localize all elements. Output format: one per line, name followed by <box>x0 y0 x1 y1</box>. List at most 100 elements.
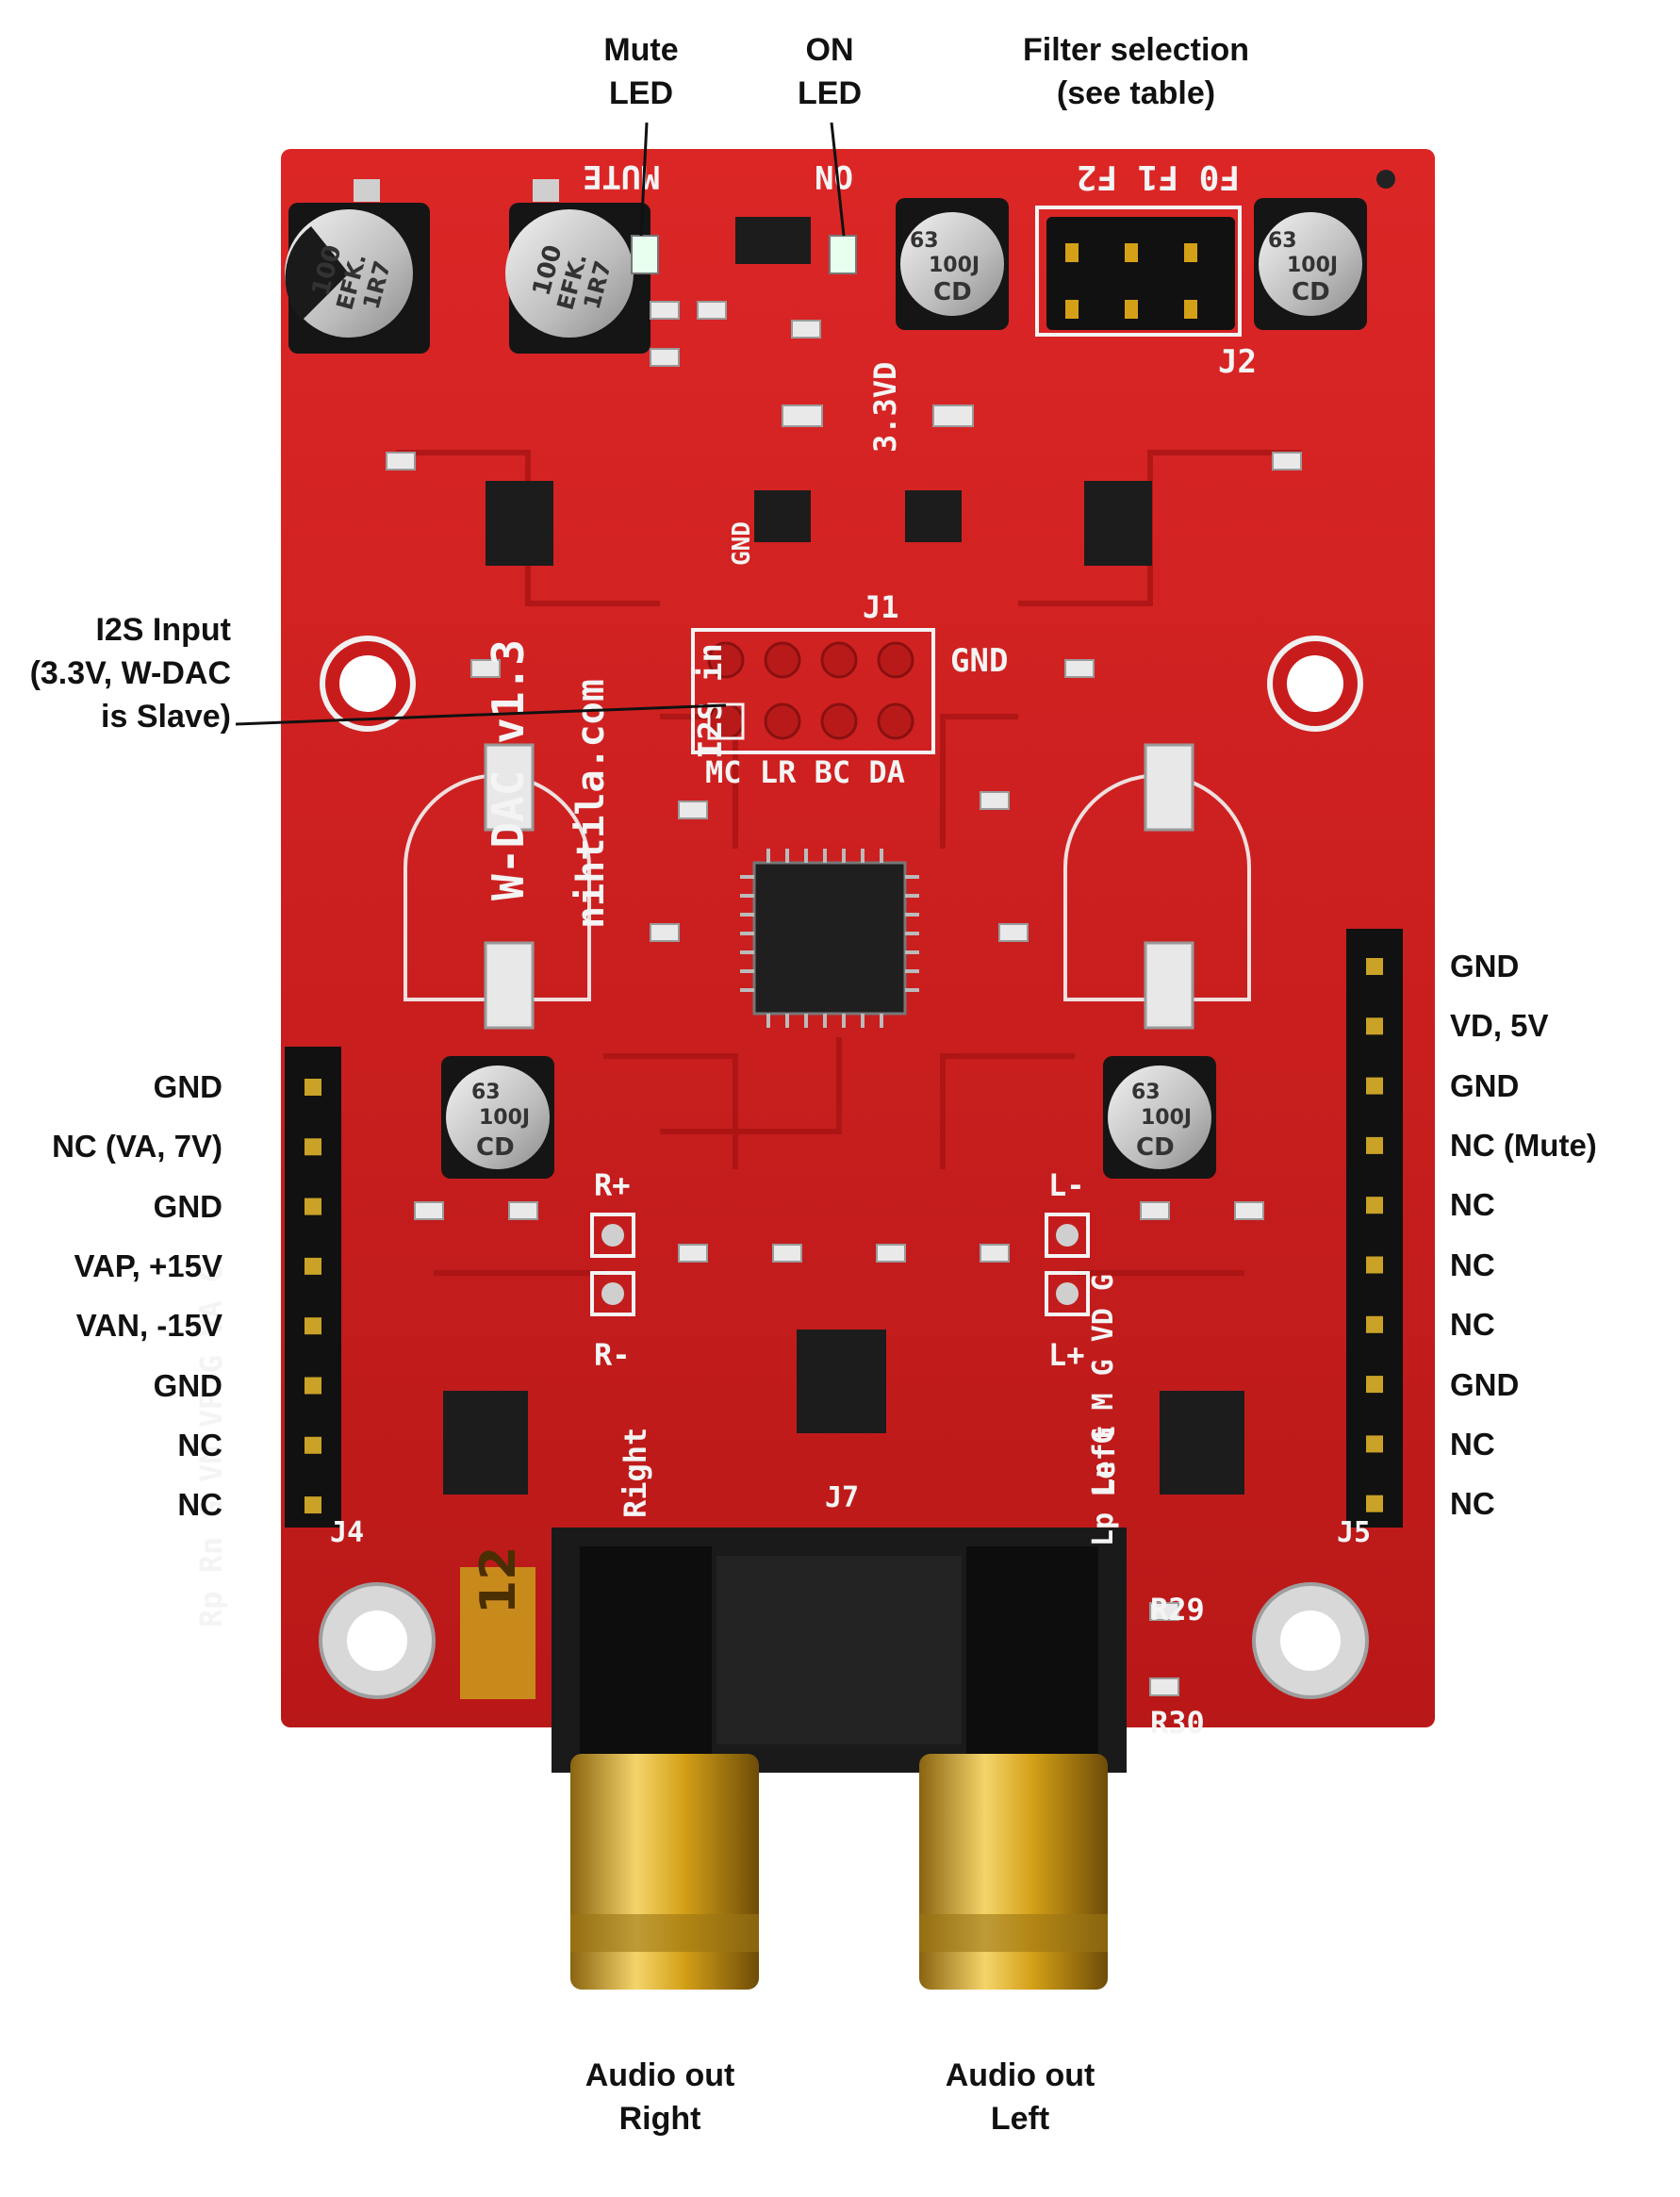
capacitor-100uf-2 <box>505 209 634 338</box>
right-pin-label: GND <box>1450 1367 1520 1402</box>
header-pin <box>305 1198 321 1215</box>
right-pin-label: VD, 5V <box>1450 1008 1549 1043</box>
on-led <box>829 235 857 274</box>
small-capacitors-mid: 63 100J CD 63 100J CD <box>441 1056 1216 1179</box>
right-pin-label: NC <box>1450 1187 1495 1222</box>
silk-j5: J5 <box>1337 1516 1371 1549</box>
svg-text:63: 63 <box>910 229 939 253</box>
header-pin <box>1366 1077 1383 1095</box>
right-pin-label: GND <box>1450 1068 1520 1103</box>
capacitor-small-4 <box>1108 1065 1211 1169</box>
header-pin <box>305 1317 321 1335</box>
big-capacitors: 100 EFK. 1R7 100 EFK. 1R7 <box>285 179 651 354</box>
svg-text:CD: CD <box>933 278 972 306</box>
left-pin-label: NC <box>177 1487 222 1522</box>
left-pin-label: VAP, +15V <box>74 1248 222 1283</box>
silk-l-plus: L+ <box>1048 1337 1085 1373</box>
svg-text:63: 63 <box>1268 229 1297 253</box>
small-ics <box>486 217 1152 566</box>
svg-text:CD: CD <box>1136 1133 1175 1162</box>
leader-i2s <box>235 703 727 726</box>
left-pin-label: GND <box>153 1069 222 1104</box>
power-header-j4 <box>285 1047 341 1528</box>
callout-i2s-input: I2S Input (3.3V, W-DAC is Slave) <box>29 612 231 735</box>
svg-text:CD: CD <box>476 1133 515 1162</box>
left-pin-label: GND <box>153 1189 222 1224</box>
leader-lines <box>235 122 846 726</box>
mute-led <box>631 235 659 274</box>
svg-text:100J: 100J <box>1287 254 1338 277</box>
filter-jumper-block <box>1035 206 1242 337</box>
silk-gnd: GND <box>950 642 1008 680</box>
header-pin <box>1366 1435 1383 1453</box>
silk-j2: J2 <box>1218 343 1257 381</box>
i2s-header-j1 <box>691 628 935 754</box>
header-pin <box>1366 1315 1383 1333</box>
test-points <box>590 1213 1090 1316</box>
header-pin <box>305 1138 321 1156</box>
left-pin-label: GND <box>153 1368 222 1403</box>
silk-board-name: W-DAC v1.3 <box>483 639 534 900</box>
header-pin <box>305 1436 321 1454</box>
silk-i2s-pins: MC LR BC DA <box>705 754 905 790</box>
svg-text:CD: CD <box>1292 278 1330 306</box>
svg-text:63: 63 <box>1131 1081 1161 1104</box>
svg-text:100J: 100J <box>1141 1106 1192 1130</box>
op-amps <box>443 1330 1244 1495</box>
callout-audio-out-right: Audio out Right <box>585 2057 735 2137</box>
silk-r30: R30 <box>1150 1705 1205 1741</box>
right-pin-label: NC <box>1450 1486 1495 1521</box>
left-pin-label: NC (VA, 7V) <box>52 1129 222 1164</box>
io-header-j5 <box>1346 929 1403 1528</box>
capacitor-small-2 <box>1259 212 1362 316</box>
smd-components <box>386 301 1302 1696</box>
capacitor-small-3 <box>446 1065 550 1169</box>
rca-jack-right <box>570 1754 759 1990</box>
header-pin <box>1366 1495 1383 1512</box>
callout-filter-selection: Filter selection (see table) <box>1023 32 1249 111</box>
silk-left: Left <box>1086 1425 1122 1497</box>
callout-mute-led: Mute LED <box>603 32 679 111</box>
dac-chip <box>740 849 919 1028</box>
leds <box>631 235 857 274</box>
silk-mute: MUTE <box>583 157 660 195</box>
silk-r-minus: R- <box>594 1337 631 1373</box>
header-pin <box>305 1496 321 1514</box>
callout-audio-out-left: Audio out Left <box>945 2057 1095 2137</box>
right-pin-label: NC <box>1450 1427 1495 1462</box>
header-pin <box>305 1377 321 1395</box>
silk-on: ON <box>815 157 853 195</box>
silk-j7: J7 <box>825 1481 859 1514</box>
header-pin <box>1366 1017 1383 1035</box>
svg-text:100J: 100J <box>929 254 980 277</box>
header-pin <box>1366 1197 1383 1214</box>
silk-right-pins: Lp Ln G M G VD G <box>1087 1274 1120 1546</box>
silk-l-minus: L- <box>1048 1167 1085 1203</box>
mounting-holes <box>319 170 1395 1699</box>
header-pin <box>1366 958 1383 975</box>
leader-on-led <box>830 122 846 237</box>
right-pin-label: NC <box>1450 1247 1495 1282</box>
silk-r-plus: R+ <box>594 1167 631 1203</box>
small-capacitors-top: 63 100J CD 63 100J CD <box>896 198 1367 330</box>
sticker <box>460 1567 535 1699</box>
silk-r29: R29 <box>1150 1592 1205 1627</box>
svg-text:100J: 100J <box>479 1106 530 1130</box>
header-pin <box>305 1079 321 1096</box>
smd-capacitor-pads <box>484 743 1194 1030</box>
header-pin <box>1366 1376 1383 1394</box>
silk-j1: J1 <box>863 589 899 625</box>
right-pin-label: GND <box>1450 949 1520 983</box>
left-pin-label: NC <box>177 1428 222 1462</box>
silk-j4: J4 <box>330 1516 364 1549</box>
right-pin-label: NC <box>1450 1307 1495 1342</box>
svg-text:63: 63 <box>471 1081 501 1104</box>
header-pin <box>1366 1256 1383 1274</box>
rca-connector-j7 <box>552 1528 1127 1990</box>
capacitor-small-1 <box>900 212 1004 316</box>
silk-gnd-small: GND <box>728 521 756 566</box>
left-pin-label: VAN, -15V <box>75 1308 222 1343</box>
rca-jack-left <box>919 1754 1108 1990</box>
svg-text:12: 12 <box>470 1546 527 1614</box>
